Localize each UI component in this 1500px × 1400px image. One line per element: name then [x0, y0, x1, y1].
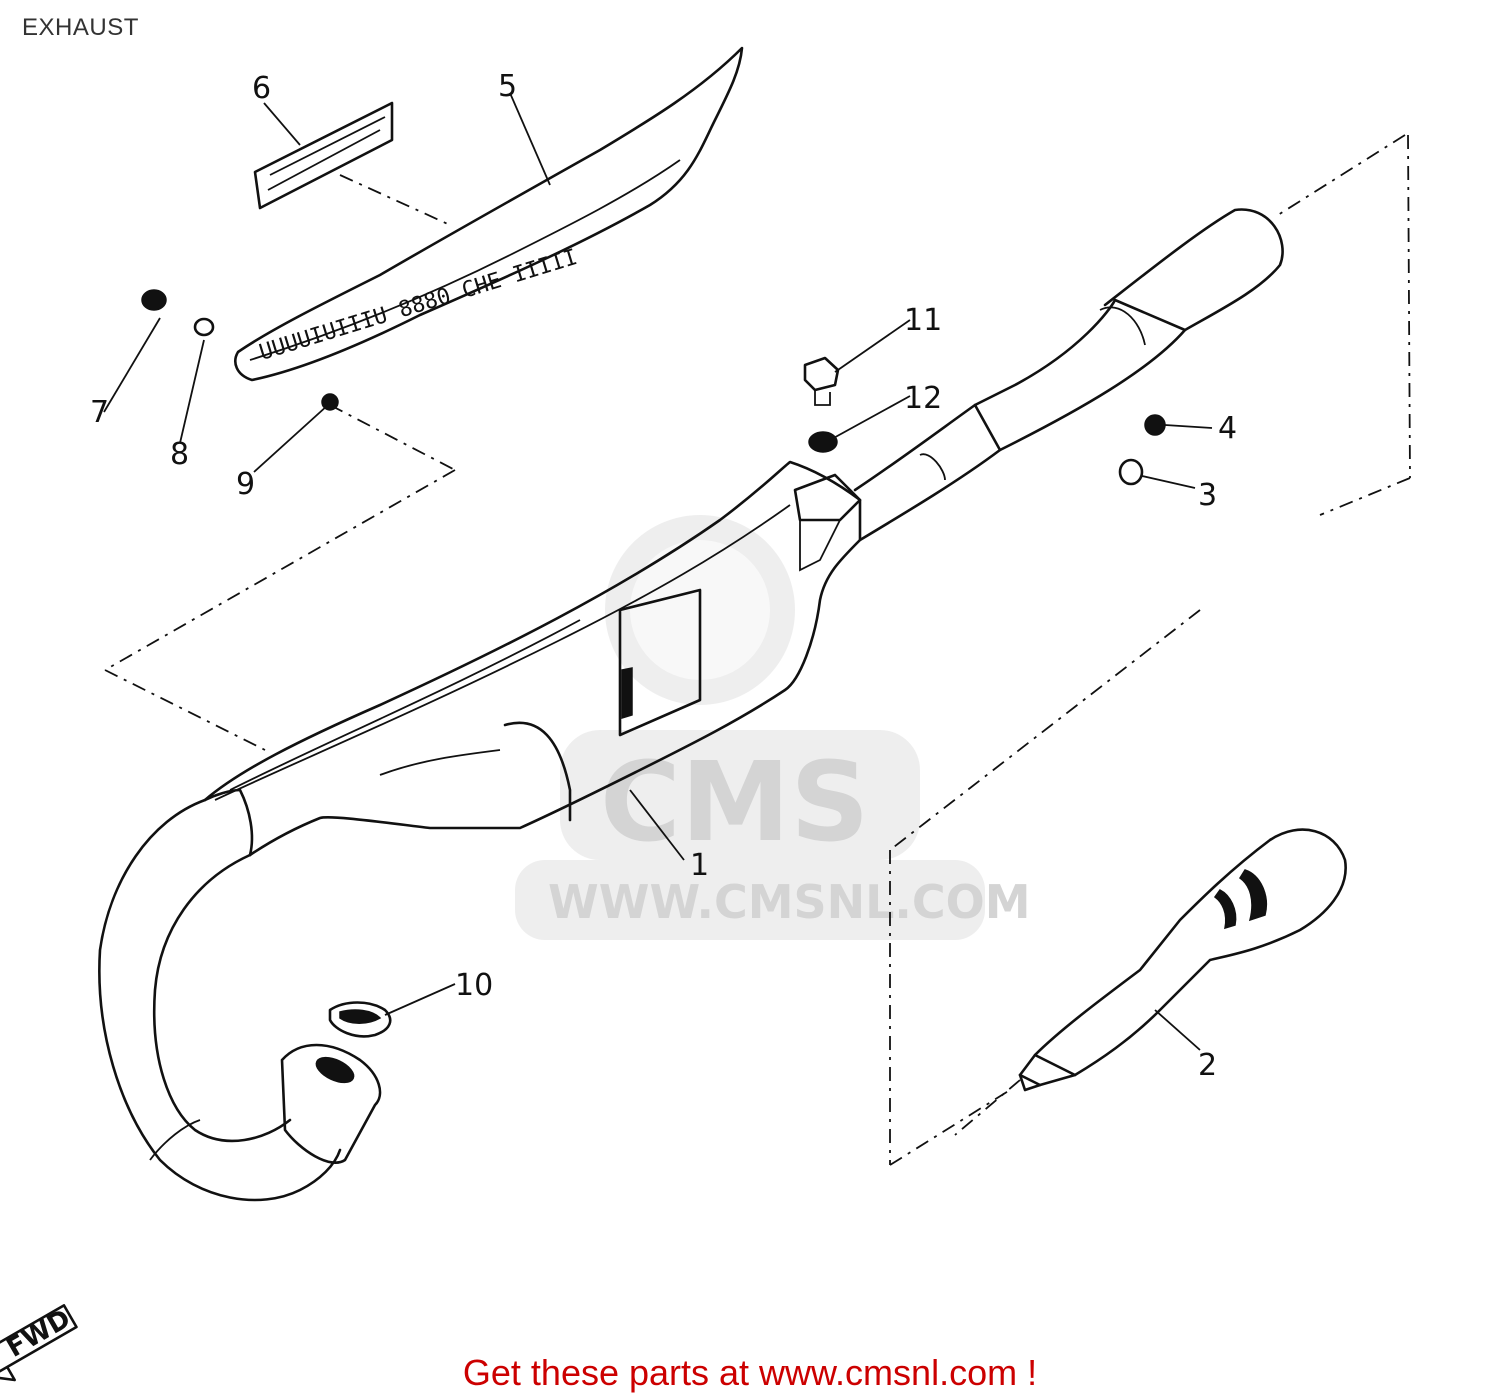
callout-1: 1 — [690, 848, 709, 883]
emblem — [253, 101, 394, 210]
callout-9: 9 — [236, 467, 255, 502]
callout-5: 5 — [498, 69, 517, 104]
callout-3: 3 — [1198, 478, 1217, 513]
nut-icon-4 — [1144, 414, 1166, 436]
callout-labels: 1 2 3 4 5 6 7 8 9 10 11 12 — [90, 69, 1237, 1083]
callout-11: 11 — [904, 303, 942, 338]
damper-icon — [808, 431, 838, 453]
watermark-logo-text: CMS — [600, 738, 869, 866]
cms-watermark: CMS WWW.CMSNL.COM — [515, 515, 1031, 940]
alignment-lines — [104, 134, 1411, 1166]
callout-12: 12 — [904, 381, 942, 416]
screw-icon — [141, 289, 167, 311]
svg-text:UUUUIUIIIU 8880 CHE IIIII: UUUUIUIIIU 8880 CHE IIIII — [256, 245, 580, 366]
callout-7: 7 — [90, 395, 109, 430]
washer-icon — [193, 317, 215, 337]
washer-icon-3 — [1118, 458, 1144, 486]
small-parts-right — [328, 356, 1166, 1038]
callout-10: 10 — [455, 968, 493, 1003]
leader-lines — [103, 92, 1213, 1051]
exhaust-chamber — [98, 208, 1284, 1202]
footer-parts-link[interactable]: Get these parts at www.cmsnl.com ! — [462, 1352, 1038, 1393]
heat-protector: UUUUIUIIIU 8880 CHE IIIII — [234, 46, 744, 382]
silencer-insert — [954, 828, 1347, 1136]
fasteners-left — [141, 289, 339, 411]
callout-8: 8 — [170, 437, 189, 472]
bolt-icon — [803, 356, 840, 392]
arrow-icon — [0, 1304, 78, 1382]
callout-2: 2 — [1198, 1048, 1217, 1083]
callout-6: 6 — [252, 71, 271, 106]
gasket-icon — [328, 1001, 392, 1038]
page-title: EXHAUST — [22, 14, 139, 41]
watermark-url-text: WWW.CMSNL.COM — [548, 875, 1031, 929]
callout-4: 4 — [1218, 411, 1237, 446]
